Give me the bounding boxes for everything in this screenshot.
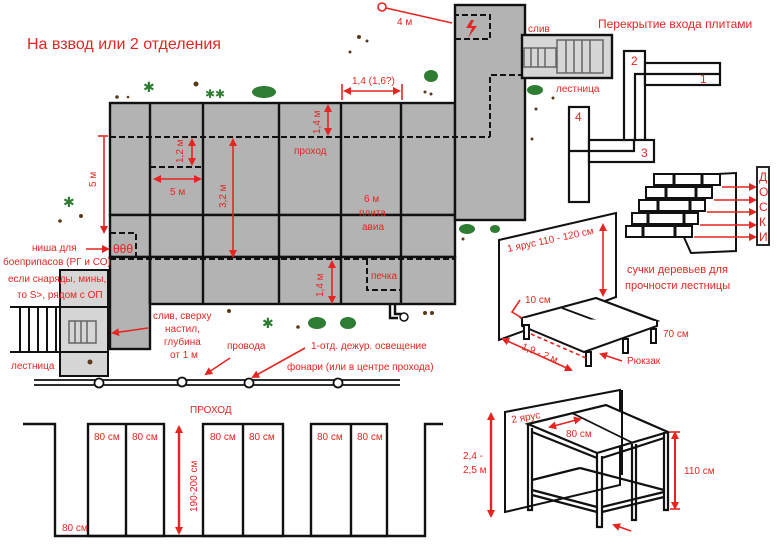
drain-top-label: слив — [528, 24, 550, 35]
slab-6m: 6 м — [364, 194, 379, 205]
plan-top-body — [108, 101, 457, 217]
stairs-note-line2: прочности лестницы — [625, 280, 730, 292]
wire-line — [34, 376, 400, 389]
bunk1-length-label: 1,9 - 2 м — [520, 342, 559, 366]
drain-left-line2: настил, — [165, 324, 200, 335]
height-3-2: 3,2 м — [218, 184, 229, 208]
svg-text:✱: ✱ — [63, 195, 75, 211]
bed-width: 80 см — [317, 432, 343, 443]
ammo-niche-line2: боеприпасов (РГ и СО) — [3, 256, 111, 268]
page-title: На взвод или 2 отделения — [27, 36, 221, 53]
lamp-icon — [243, 377, 255, 389]
bunk1-backpack-label: Рюкзак — [627, 356, 661, 367]
svg-text:✱: ✱ — [262, 316, 274, 332]
bed-width: 80 см — [132, 432, 158, 443]
passage-label: проход — [294, 146, 327, 157]
corner-width: 80 см — [62, 523, 88, 534]
boards-letter: И — [759, 230, 768, 244]
bunk1-height-label: 70 см — [663, 329, 689, 340]
bed-width: 80 см — [249, 432, 275, 443]
bed-width: 80 см — [357, 432, 383, 443]
cross-section: ПРОХОД 80 см 80 см 80 см 80 см 80 см 80 … — [23, 405, 443, 538]
distance-4m: 4 м — [397, 17, 412, 28]
bed-width: 80 см — [94, 432, 120, 443]
left-entrance — [10, 269, 109, 377]
bunk2-height-label: 110 см — [684, 466, 715, 477]
width-1-4-label: 1,4 (1,6?) — [352, 76, 395, 87]
vegetation: ✱ ✱✱ ✱ ✱ — [58, 35, 555, 332]
slab-type: плита — [359, 208, 386, 219]
ammo-niche-icon: θθθ — [113, 242, 133, 256]
bunk2-total-line1: 2,4 - — [463, 451, 483, 462]
shells-line2: то S>, рядом с ОП — [17, 290, 103, 301]
bed-width: 80 см — [210, 432, 236, 443]
bunk2-total-line2: 2,5 м — [463, 465, 487, 476]
dimensions: 4 м 1,4 (1,6?) 1,4 м проход 1,2 м 5 м 3,… — [3, 2, 453, 378]
entrance-slabs: Перекрытие входа плитами 1 2 3 4 — [567, 17, 752, 204]
lamp-icon — [176, 376, 188, 388]
niche-5m: 5 м — [170, 187, 185, 198]
slab-1: 1 — [700, 72, 707, 86]
bunk-tier-2: 2 ярус 80 см 2,4 - 2,5 м 110 см — [463, 388, 715, 532]
stairs-detail: Д О С К И сучки деревьев для прочности л… — [625, 166, 770, 292]
slab-3: 3 — [641, 146, 648, 160]
top-entrance: слив лестница — [520, 24, 614, 95]
stairs-note-line1: сучки деревьев для — [627, 264, 728, 276]
bunk2-width-label: 80 см — [566, 429, 592, 440]
boards-letter: К — [759, 215, 766, 229]
bunk2-tier-label: 2 ярус — [511, 410, 542, 426]
drain-left-line3: глубина — [164, 336, 201, 348]
height-1-4-top: 1,4 м — [312, 110, 323, 134]
boards-box — [756, 166, 770, 246]
lanterns-label: фонари (или в центре прохода) — [287, 361, 434, 373]
stairs-left-label: лестница — [11, 361, 55, 372]
ammo-niche-line1: ниша для — [32, 243, 77, 254]
boards-letter: С — [759, 200, 768, 214]
wires-label: провода — [227, 341, 266, 352]
length-5m: 5 м — [88, 172, 99, 187]
slab-2: 2 — [631, 54, 638, 68]
slab-4: 4 — [575, 110, 582, 124]
lamp-icon — [332, 377, 344, 389]
section-passage: ПРОХОД — [190, 405, 232, 416]
lamp-icon — [93, 377, 105, 389]
slab-avia: авиа — [362, 222, 384, 233]
svg-text:✱✱: ✱✱ — [205, 87, 225, 101]
bunk1-gap-label: 10 см — [525, 295, 551, 306]
bunk-tier-1: 1 ярус 110 - 120 см 10 см 1,9 - 2 м 70 с… — [498, 211, 689, 372]
left-drain-grate — [68, 320, 97, 344]
drain-left-line1: слив, сверху — [153, 311, 212, 322]
drain-left-line4: от 1 м — [170, 350, 198, 361]
height-1-4-bottom: 1,4 м — [315, 273, 326, 297]
stove-label: печка — [371, 271, 397, 282]
entrance-title: Перекрытие входа плитами — [598, 17, 752, 31]
boards-letter: Д — [759, 170, 767, 184]
svg-text:✱: ✱ — [143, 80, 155, 96]
lightning-icon — [466, 20, 477, 38]
entrance-corridor — [453, 3, 527, 222]
niche-1-2: 1,2 м — [175, 139, 186, 163]
section-height: 190-200 см — [189, 461, 200, 512]
stairs-top-label: лестница — [556, 84, 600, 95]
shells-line1: если снаряды, мины, — [8, 274, 106, 285]
duty-light-label: 1-отд. дежур. освещение — [311, 341, 427, 352]
boards-letter: О — [759, 185, 768, 199]
